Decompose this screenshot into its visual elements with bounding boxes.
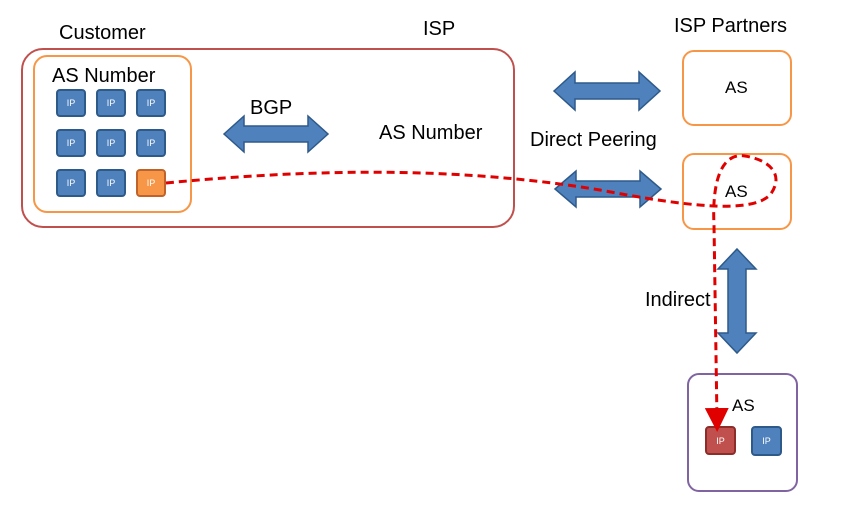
- direct-peering-label: Direct Peering: [530, 129, 657, 151]
- remote-as-label: AS: [732, 396, 755, 415]
- customer-ip-block: IP: [56, 89, 86, 117]
- partner-as-label-top: AS: [725, 78, 748, 97]
- bgp-label: BGP: [250, 97, 293, 119]
- customer-ip-block: IP: [56, 129, 86, 157]
- customer-ip-block: IP: [136, 89, 166, 117]
- customer-ip-block-highlighted: IP: [136, 169, 166, 197]
- isp-label: ISP: [423, 18, 456, 40]
- partner-as-label-middle: AS: [725, 182, 748, 201]
- direct-peering-double-arrow: [553, 169, 663, 209]
- customer-ip-block: IP: [56, 169, 86, 197]
- route-path: [165, 154, 778, 432]
- partner-top-double-arrow: [552, 70, 662, 112]
- customer-ip-block: IP: [96, 169, 126, 197]
- indirect-double-arrow: [716, 247, 758, 355]
- customer-ip-block: IP: [96, 89, 126, 117]
- customer-label: Customer: [59, 22, 146, 44]
- isp-partners-label: ISP Partners: [674, 15, 788, 37]
- remote-ip-block: IP: [751, 426, 782, 456]
- customer-ip-block: IP: [96, 129, 126, 157]
- customer-ip-block: IP: [136, 129, 166, 157]
- isp-as-number-label: AS Number: [379, 122, 483, 144]
- partner-as-box-top: [682, 50, 792, 126]
- bgp-double-arrow: [222, 114, 330, 154]
- customer-as-number-label: AS Number: [52, 65, 156, 87]
- indirect-label: Indirect: [645, 289, 711, 311]
